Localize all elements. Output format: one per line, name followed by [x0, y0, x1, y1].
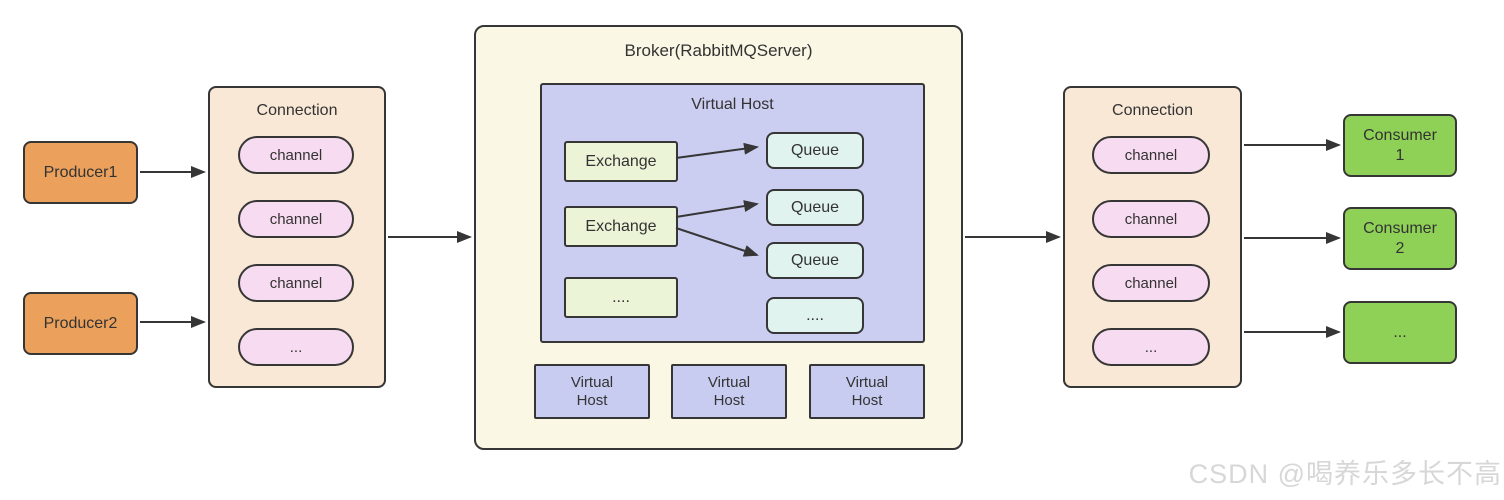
broker-title: Broker(RabbitMQServer) — [624, 41, 813, 60]
consumer-more-node: ... — [1343, 301, 1457, 364]
exchange-1-node: Exchange — [564, 141, 678, 182]
producer-2-node: Producer2 — [23, 292, 138, 355]
connection-right-box: Connection channel channel channel ... — [1063, 86, 1242, 388]
queue-more-node: .... — [766, 297, 864, 334]
channel-left-1: channel — [238, 136, 354, 174]
channel-left-3: channel — [238, 264, 354, 302]
virtual-host-title: Virtual Host — [691, 96, 774, 113]
channel-right-3: channel — [1092, 264, 1210, 302]
channel-right-more: ... — [1092, 328, 1210, 366]
virtual-host-small-3: Virtual Host — [809, 364, 925, 419]
queue-1-node: Queue — [766, 132, 864, 169]
channel-left-more: ... — [238, 328, 354, 366]
exchange-more-node: .... — [564, 277, 678, 318]
connection-right-title: Connection — [1112, 102, 1193, 119]
virtual-host-small-1: Virtual Host — [534, 364, 650, 419]
channel-left-2: channel — [238, 200, 354, 238]
channel-right-2: channel — [1092, 200, 1210, 238]
connection-left-title: Connection — [256, 102, 338, 119]
connection-left-box: Connection channel channel channel ... — [208, 86, 386, 388]
consumer-1-node: Consumer 1 — [1343, 114, 1457, 177]
queue-3-node: Queue — [766, 242, 864, 279]
producer-1-node: Producer1 — [23, 141, 138, 204]
csdn-watermark: CSDN @喝养乐多长不高 — [1188, 459, 1502, 489]
broker-box: Broker(RabbitMQServer) Virtual Host Exch… — [474, 25, 963, 450]
virtual-host-small-2: Virtual Host — [671, 364, 787, 419]
queue-2-node: Queue — [766, 189, 864, 226]
consumer-2-node: Consumer 2 — [1343, 207, 1457, 270]
virtual-host-main-box: Virtual Host Exchange Exchange .... Queu… — [540, 83, 925, 343]
channel-right-1: channel — [1092, 136, 1210, 174]
exchange-2-node: Exchange — [564, 206, 678, 247]
